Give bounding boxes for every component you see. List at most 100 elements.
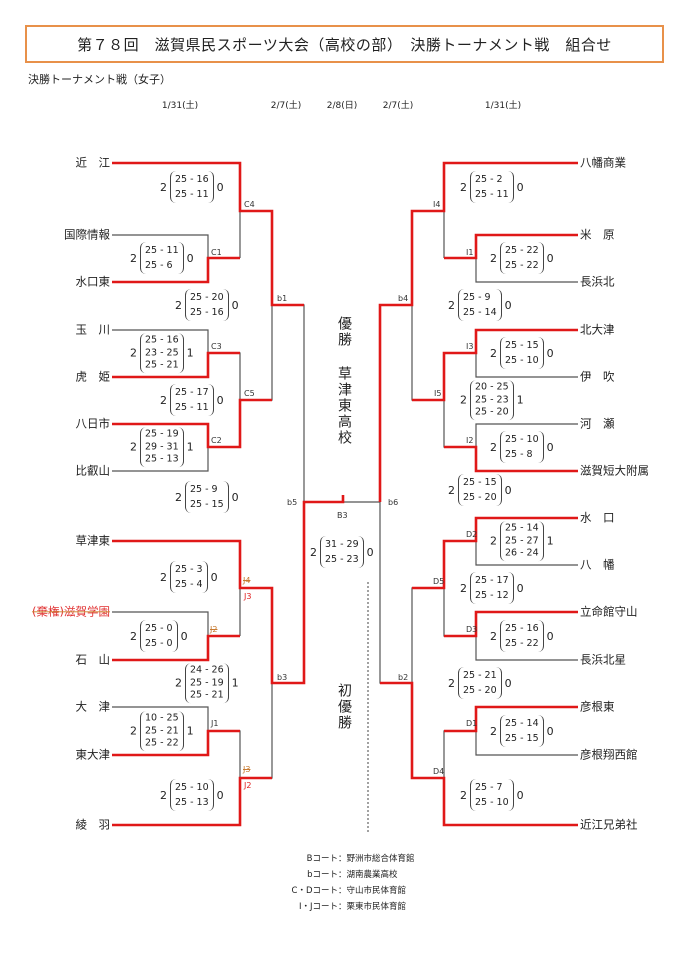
- team-name-left: 大 津: [75, 699, 111, 714]
- sets-won-right: 1: [186, 346, 194, 360]
- venue-row: Bコート：野洲市総合体育館: [290, 851, 415, 867]
- team-name-right: 立命館守山: [580, 604, 638, 619]
- sets-won-right: 0: [516, 180, 524, 194]
- team-name-right: 彦根東: [580, 699, 615, 714]
- venue-name: ：野洲市総合体育館: [338, 854, 415, 864]
- venue-name: ：栗東市民体育館: [338, 902, 407, 912]
- match-code-label: B3: [337, 511, 348, 520]
- sets-won-left: 2: [460, 180, 467, 194]
- team-name-right: 水 口: [580, 510, 615, 525]
- set-scores: 25 - 11 25 - 6: [140, 242, 184, 274]
- sets-won-right: 0: [216, 180, 224, 194]
- set-score: 25 - 21: [145, 359, 179, 371]
- set-score: 25 - 20: [463, 685, 497, 696]
- venue-court: bコート: [307, 870, 338, 880]
- match-code-label: J2: [244, 781, 252, 790]
- match-code-label: I3: [466, 342, 474, 351]
- match-code-label: J1: [211, 719, 219, 728]
- team-name-left: 虎 姫: [75, 369, 111, 384]
- sets-won-right: 0: [231, 298, 239, 312]
- set-score: 25 - 15: [190, 499, 224, 510]
- sets-won-right: 1: [516, 393, 524, 407]
- set-score: 25 - 14: [505, 718, 539, 729]
- date-semifinal-right: 2/7(土): [382, 101, 414, 111]
- team-name-left: 東大津: [75, 747, 111, 762]
- sets-won-left: 2: [460, 788, 467, 802]
- match-code-label: J3: [243, 765, 251, 774]
- section-subtitle: 決勝トーナメント戦（女子）: [28, 73, 171, 86]
- team-name-right: 長浜北: [580, 274, 615, 289]
- sets-won-right: 0: [516, 581, 524, 595]
- team-name-left: 水口東: [75, 274, 111, 289]
- set-score: 25 - 9: [463, 292, 491, 303]
- set-scores: 25 - 10 25 - 8: [500, 431, 544, 463]
- sets-won-left: 2: [175, 298, 182, 312]
- match-code-label: b5: [287, 498, 298, 507]
- sets-won-left: 2: [175, 490, 182, 504]
- team-name-right: 長浜北星: [580, 652, 626, 667]
- date-round1-left: 1/31(土): [161, 101, 199, 111]
- sets-won-left: 2: [175, 676, 182, 690]
- venue-row: I・Jコート：栗東市民体育館: [290, 899, 415, 915]
- set-score: 25 - 15: [505, 340, 539, 351]
- date-round1-right: 1/31(土): [484, 101, 522, 111]
- venue-name: ：守山市民体育館: [338, 886, 407, 896]
- venue-court: Bコート: [306, 854, 338, 864]
- team-name-right: 伊 吹: [580, 369, 615, 384]
- sets-won-left: 2: [130, 629, 137, 643]
- sets-won-left: 2: [160, 180, 167, 194]
- set-score: 25 - 10: [505, 434, 539, 445]
- match-code-label: D1: [466, 719, 478, 728]
- set-score: 20 - 25: [475, 381, 509, 393]
- set-score: 25 - 10: [505, 355, 539, 366]
- set-score: 25 - 11: [145, 245, 179, 256]
- set-score: 25 - 19: [145, 428, 179, 440]
- set-score: 25 - 0: [145, 638, 173, 649]
- sets-won-right: 0: [216, 393, 224, 407]
- match-code-label: J4: [243, 576, 251, 585]
- match-code-label: C4: [244, 200, 255, 209]
- team-name-right: 北大津: [580, 322, 615, 337]
- sets-won-left: 2: [490, 346, 497, 360]
- match-code-label: C1: [211, 248, 222, 257]
- venue-court: I・Jコート: [298, 902, 338, 912]
- set-score: 25 - 6: [145, 260, 173, 271]
- title-text: 第７８回 滋賀県民スポーツ大会（高校の部） 決勝トーナメント戦 組合せ: [77, 35, 612, 54]
- team-name-right: 米 原: [580, 227, 615, 242]
- sets-won-right: 0: [210, 570, 218, 584]
- match-code-label: D2: [466, 530, 478, 539]
- team-name-right: 八幡商業: [580, 155, 626, 170]
- set-score: 25 - 10: [175, 782, 209, 793]
- team-name-left: (棄権)滋賀学園: [32, 604, 110, 619]
- sets-won-right: 0: [504, 676, 512, 690]
- team-name-right: 彦根翔西館: [580, 747, 638, 762]
- set-score: 25 - 8: [505, 449, 533, 460]
- set-score: 25 - 21: [463, 670, 497, 681]
- set-score: 25 - 12: [475, 590, 509, 601]
- first-title-label: 初優勝: [336, 683, 352, 731]
- venue-row: bコート：湖南農業高校: [290, 867, 415, 883]
- match-code-label: b4: [398, 294, 409, 303]
- match-code-label: C3: [211, 342, 222, 351]
- set-score: 25 - 19: [190, 676, 224, 688]
- champion-label: 優勝: [336, 316, 352, 348]
- set-score: 25 - 9: [190, 484, 218, 495]
- set-score: 25 - 16: [505, 623, 539, 634]
- team-name-left: 近 江: [75, 155, 111, 170]
